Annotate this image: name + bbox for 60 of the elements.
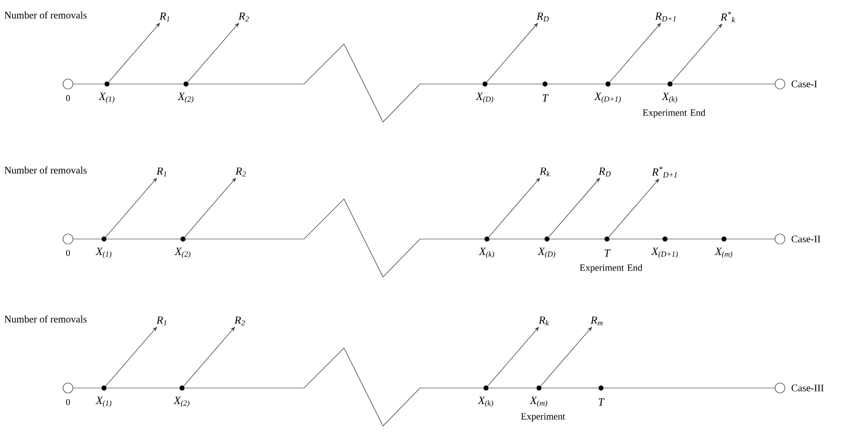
point-label: X$_{(k)}$ [478,248,494,258]
case-label: Case-I [792,80,817,88]
timeline-segment [73,238,102,240]
broken-timeline-segment [188,43,483,122]
timeline-segment [489,238,545,240]
origin-label: 0 [66,94,70,102]
axis-title: Number of removals [4,11,87,19]
timeline-segment [667,238,722,240]
broken-timeline-segment [184,347,484,426]
removal-label: R$_{k}$ [538,316,549,326]
origin-label: 0 [66,250,70,256]
removal-label: R$_{1}$ [156,316,166,326]
removal-label: R$_{D}$ [536,12,549,22]
removal-label: R$_{2}$ [234,316,245,326]
point-label: X$_{(m)}$ [714,248,732,258]
point-label: X$_{(2)}$ [178,92,194,104]
point-label: X$_{(1)}$ [96,396,112,408]
point-label: X$_{(k)}$ [478,396,494,408]
axis-title: Number of removals [4,315,87,323]
arrow [671,24,722,82]
removal-label: R$_{D}$ [598,168,611,176]
removal-label: R$_{2}$ [238,12,249,22]
axis-title: Number of removals [4,166,87,174]
open-circle [774,234,786,244]
timeline-segment [609,238,663,240]
point-label: T [604,249,611,257]
experiment-end-note: Experiment [521,413,566,422]
point-label: X$_{(1)}$ [98,92,114,104]
removal-label: R$_{1}$ [156,168,166,176]
open-circle [62,234,74,244]
open-circle [62,382,74,394]
timeline-segment [106,238,181,240]
case-label: Case-II [792,236,820,242]
point-label: X$_{(D)}$ [476,92,494,104]
case-label: Case-III [792,384,824,392]
open-circle [774,382,786,394]
point-label: X$_{(D+1)}$ [594,92,621,104]
arrow [608,178,660,238]
timeline-segment [726,238,775,240]
open-circle [62,78,74,90]
removal-label: R$_{1}$ [159,12,170,22]
broken-timeline-segment [185,198,485,278]
experiment-end-note: Experiment End [580,264,642,273]
removal-label: R$_{2}$ [235,168,246,176]
point-label: X$_{(D+1)}$ [651,248,678,258]
timeline-segment [549,238,605,240]
removal-label: R$_{m}$ [590,316,603,326]
point-label: T [542,94,549,102]
point-label: T [598,398,605,406]
point-label: X$_{(D)}$ [538,248,556,258]
experiment-end-note: Experiment End [642,109,706,118]
origin-label: 0 [66,398,70,406]
point-label: X$_{(1)}$ [96,248,112,258]
removal-label: R$_{k}$ [540,168,550,176]
point-label: X$_{(2)}$ [174,248,190,258]
point-label: X$_{(m)}$ [530,396,548,408]
point-label: X$_{(k)}$ [662,92,678,104]
open-circle [774,78,786,90]
point-label: X$_{(2)}$ [174,396,190,408]
removal-label: R$_{D+1}$ [655,12,676,22]
